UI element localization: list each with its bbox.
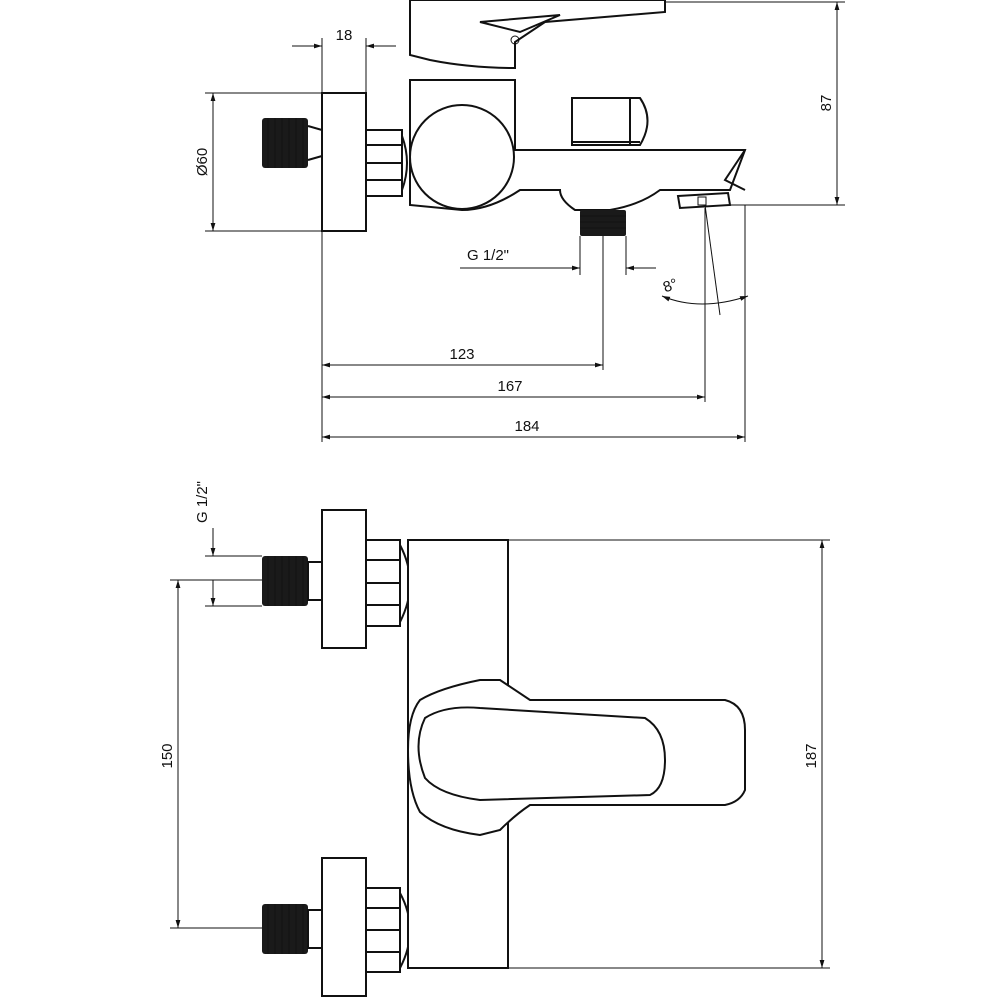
dim-150-label: 150: [159, 743, 176, 768]
cartridge-circle: [409, 104, 515, 210]
lever-front: [406, 679, 746, 837]
inlet-thread-upper: [262, 556, 308, 606]
dim-thread-top-label: G 1/2": [467, 247, 509, 264]
dim-123-label: 123: [449, 346, 474, 363]
dim-dia60-label: Ø60: [194, 148, 211, 176]
wall-flange-upper: [321, 509, 367, 649]
dim-18-label: 18: [336, 27, 353, 44]
dim-187-label: 187: [803, 743, 820, 768]
inlet-thread: [262, 118, 308, 168]
diverter-knob: [571, 97, 649, 146]
wall-flange-lower: [321, 857, 367, 997]
lever-top: [409, 0, 666, 70]
aerator: [676, 191, 732, 210]
inlet-thread-lower: [262, 904, 308, 954]
dim-87-label: 87: [818, 95, 835, 112]
dim-167-label: 167: [497, 378, 522, 395]
outlet-thread: [580, 210, 626, 236]
wall-flange: [321, 92, 367, 232]
dim-angle-label: 8°: [661, 275, 680, 296]
dim-184-label: 184: [514, 418, 539, 435]
dim-thread-side-label: G 1/2": [194, 481, 211, 523]
bottom-view: G 1/2" 150 187: [159, 481, 830, 997]
top-view: 18 Ø60 87 G 1/2" 8° 123 167 1: [194, 0, 845, 442]
